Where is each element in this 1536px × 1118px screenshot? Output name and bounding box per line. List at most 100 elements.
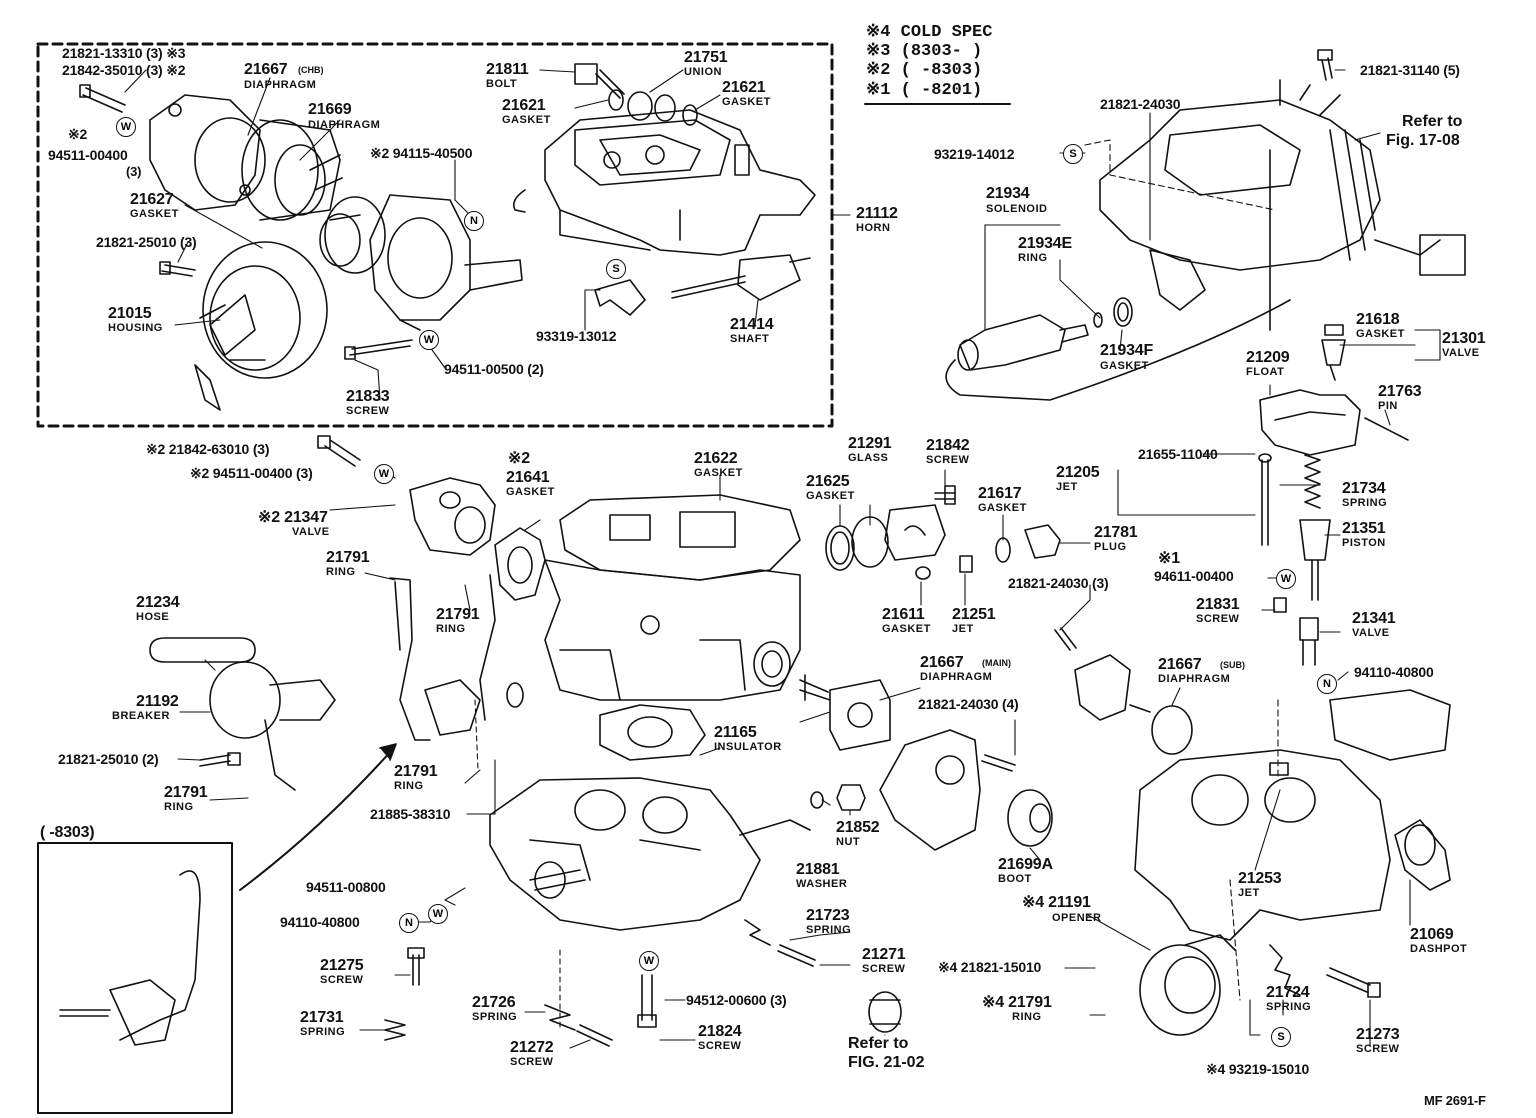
gasket-21625 <box>825 525 855 571</box>
label-21731-name: SPRING <box>300 1026 346 1038</box>
label-21271: 21271 <box>862 946 906 963</box>
label-21015-name: HOUSING <box>108 322 163 334</box>
label-21821-24030-4: 21821-24030 (4) <box>918 696 1019 712</box>
jet-21251 <box>959 555 973 573</box>
label-21699a-name: BOOT <box>998 873 1032 885</box>
label-21618-name: GASKET <box>1356 328 1405 340</box>
label-21791-d: 21791 <box>394 763 438 780</box>
diaphragm-housing-right <box>879 729 981 851</box>
label-21341-name: VALVE <box>1352 627 1390 639</box>
label-21192: 21192 <box>136 693 179 710</box>
label-21234-name: HOSE <box>136 611 170 623</box>
label-21621-b: 21621 <box>722 79 766 96</box>
label-21271-name: SCREW <box>862 963 906 975</box>
leader-lines <box>124 69 1441 1049</box>
union-21751 <box>627 91 676 122</box>
label-21724: 21724 <box>1266 984 1310 1001</box>
gasket-21641 <box>494 527 546 601</box>
label-94511-00800: 94511-00800 <box>306 879 386 895</box>
legend-row-3: ※3 (8303- ) <box>866 42 983 61</box>
washer-symbol: W <box>374 464 394 484</box>
float-21209 <box>1259 389 1361 456</box>
label-21165: 21165 <box>714 724 757 741</box>
screw-21842 <box>934 485 956 505</box>
horn-casting <box>512 109 816 256</box>
label-fig-17-08: Fig. 17-08 <box>1386 132 1460 149</box>
label-21191-name: OPENER <box>1052 912 1102 924</box>
label-21934f-name: GASKET <box>1100 360 1149 372</box>
spring-washer-symbol: S <box>1063 144 1083 164</box>
screw-21821-31140 <box>1317 49 1333 81</box>
spring-21731 <box>384 1019 406 1041</box>
label-21234: 21234 <box>136 594 180 611</box>
label-21273-name: SCREW <box>1356 1043 1400 1055</box>
label-21272: 21272 <box>510 1039 554 1056</box>
label-21667-chb-sub: (CHB) <box>298 65 324 75</box>
label-21611: 21611 <box>882 606 925 623</box>
legend-title: ※4 COLD SPEC <box>866 23 993 42</box>
label-21791-d-name: RING <box>394 780 424 792</box>
label-94115-40500: ※2 94115-40500 <box>370 145 473 161</box>
screw-21821-24030-4 <box>981 754 1016 772</box>
label-21627-name: GASKET <box>130 208 179 220</box>
label-21821-15010: ※4 21821-15010 <box>938 959 1042 975</box>
washer-symbol: W <box>639 951 659 971</box>
label-21611-name: GASKET <box>882 623 931 635</box>
main-diaphragm-21667 <box>799 674 891 751</box>
label-21821-13310: 21821-13310 (3) ※3 <box>62 45 186 61</box>
label-21667-chb: 21667 <box>244 61 288 78</box>
label-21852-name: NUT <box>836 836 861 848</box>
label-94110-40800-right: 94110-40800 <box>1354 664 1434 680</box>
screw-21272 <box>576 1024 613 1047</box>
label-21112-name: HORN <box>856 222 891 234</box>
label-21253: 21253 <box>1238 870 1282 887</box>
label-21301: 21301 <box>1442 330 1486 347</box>
label-21351: 21351 <box>1342 520 1386 537</box>
label-21751: 21751 <box>684 49 728 66</box>
pin-21763 <box>1364 417 1409 441</box>
label-21842-35010: 21842-35010 (3) ※2 <box>62 62 186 78</box>
label-21275-name: SCREW <box>320 974 364 986</box>
label-21655-11040: 21655-11040 <box>1138 446 1218 462</box>
label-94511-00400: 94511-00400 <box>48 147 128 163</box>
screw-21821-25010-3 <box>159 261 196 277</box>
float-chamber-body <box>544 559 801 701</box>
screw-21833 <box>344 339 413 360</box>
label-21699a: 21699A <box>998 856 1053 873</box>
label-21781: 21781 <box>1094 524 1138 541</box>
legend-row-1: ※1 ( -8201) <box>866 81 983 100</box>
label-21165-name: INSULATOR <box>714 741 782 753</box>
bracket-mount <box>1149 249 1206 311</box>
label-21622: 21622 <box>694 450 738 467</box>
label-21625-name: GASKET <box>806 490 855 502</box>
screw-21842-63010 <box>317 435 361 467</box>
spring-washer-symbol: S <box>606 259 626 279</box>
linkage-lever-left <box>389 577 481 741</box>
screw-21273 <box>1326 967 1381 998</box>
label-21842: 21842 <box>926 437 970 454</box>
label-21275: 21275 <box>320 957 364 974</box>
label-21833-name: SCREW <box>346 405 390 417</box>
valve-21301 <box>1321 324 1346 381</box>
label-21667-main-name: DIAPHRAGM <box>920 671 993 683</box>
label-21641-name: GASKET <box>506 486 555 498</box>
opener-21191 <box>1139 934 1236 1036</box>
linkage-rod <box>479 574 496 721</box>
label-21617-name: GASKET <box>978 502 1027 514</box>
nut-symbol: N <box>464 211 484 231</box>
label-21726: 21726 <box>472 994 516 1011</box>
gasket-21617 <box>995 537 1011 563</box>
label-21934-name: SOLENOID <box>986 203 1048 215</box>
label-21821-25010-2: 21821-25010 (2) <box>58 751 159 767</box>
label-21842-63010: ※2 21842-63010 (3) <box>146 441 270 457</box>
diagram-code: MF 2691-F <box>1424 1093 1486 1108</box>
label-21791-a-name: RING <box>326 566 356 578</box>
valve-21347 <box>409 477 496 556</box>
label-94511-00400-b: ※2 94511-00400 (3) <box>190 465 313 481</box>
label-21934f: 21934F <box>1100 342 1154 359</box>
label-21667-chb-name: DIAPHRAGM <box>244 79 317 91</box>
spring-21723 <box>744 919 771 946</box>
label-21811-name: BOLT <box>486 78 518 90</box>
label-21069-name: DASHPOT <box>1410 943 1468 955</box>
